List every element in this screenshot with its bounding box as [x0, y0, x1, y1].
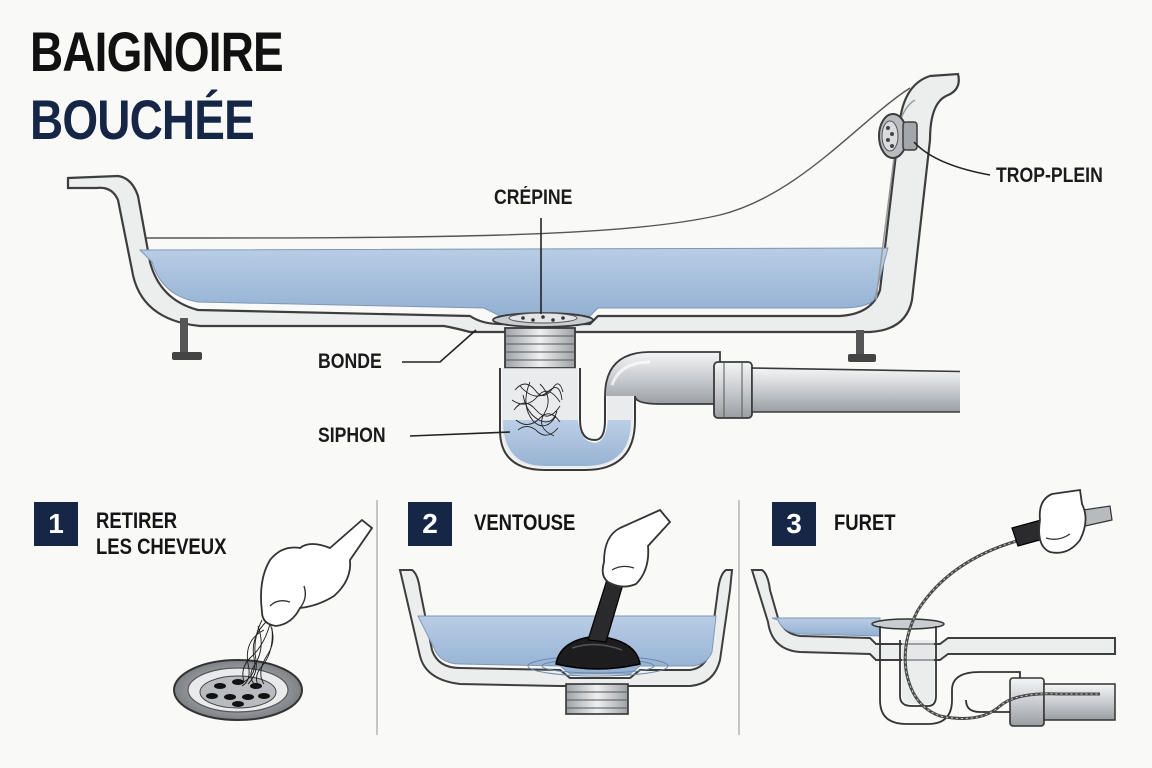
step-2-line-1: VENTOUSE [474, 510, 576, 535]
title-line-2: BOUCHÉE [30, 88, 255, 151]
step-2-title: VENTOUSE [474, 510, 575, 536]
bonde-label: BONDE [318, 350, 382, 373]
step-1-line-1: RETIRER [96, 508, 178, 533]
hair-clog [511, 381, 564, 437]
title-line-1: BAIGNOIRE [30, 20, 284, 83]
step-3-line-1: FURET [834, 510, 896, 535]
tub-foot-left [180, 318, 188, 354]
tub-water [138, 247, 889, 317]
step-1-title: RETIRER LES CHEVEUX [96, 508, 226, 561]
step-2-illustration [398, 508, 734, 715]
siphon-label: SIPHON [318, 424, 386, 447]
drain-strainer [492, 312, 594, 328]
step-3-title: FURET [834, 510, 896, 536]
bathtub-diagram [66, 72, 1000, 471]
step-2-badge: 2 [408, 502, 452, 546]
trop-plein-leader [913, 141, 991, 176]
tub-foot-right [856, 330, 864, 356]
overflow-cover [878, 113, 918, 159]
tub-shell [66, 72, 960, 334]
step-1-illustration [173, 518, 374, 721]
step-3-illustration [750, 488, 1116, 727]
bonde-leader [402, 329, 477, 363]
step-3-badge: 3 [772, 502, 816, 546]
crepine-label: CRÉPINE [494, 186, 573, 209]
step-1-badge: 1 [34, 502, 78, 546]
drain-trap [499, 327, 1000, 471]
step-1-line-2: LES CHEVEUX [96, 534, 227, 560]
trop-plein-label: TROP-PLEIN [996, 164, 1103, 187]
siphon-leader [409, 431, 511, 437]
